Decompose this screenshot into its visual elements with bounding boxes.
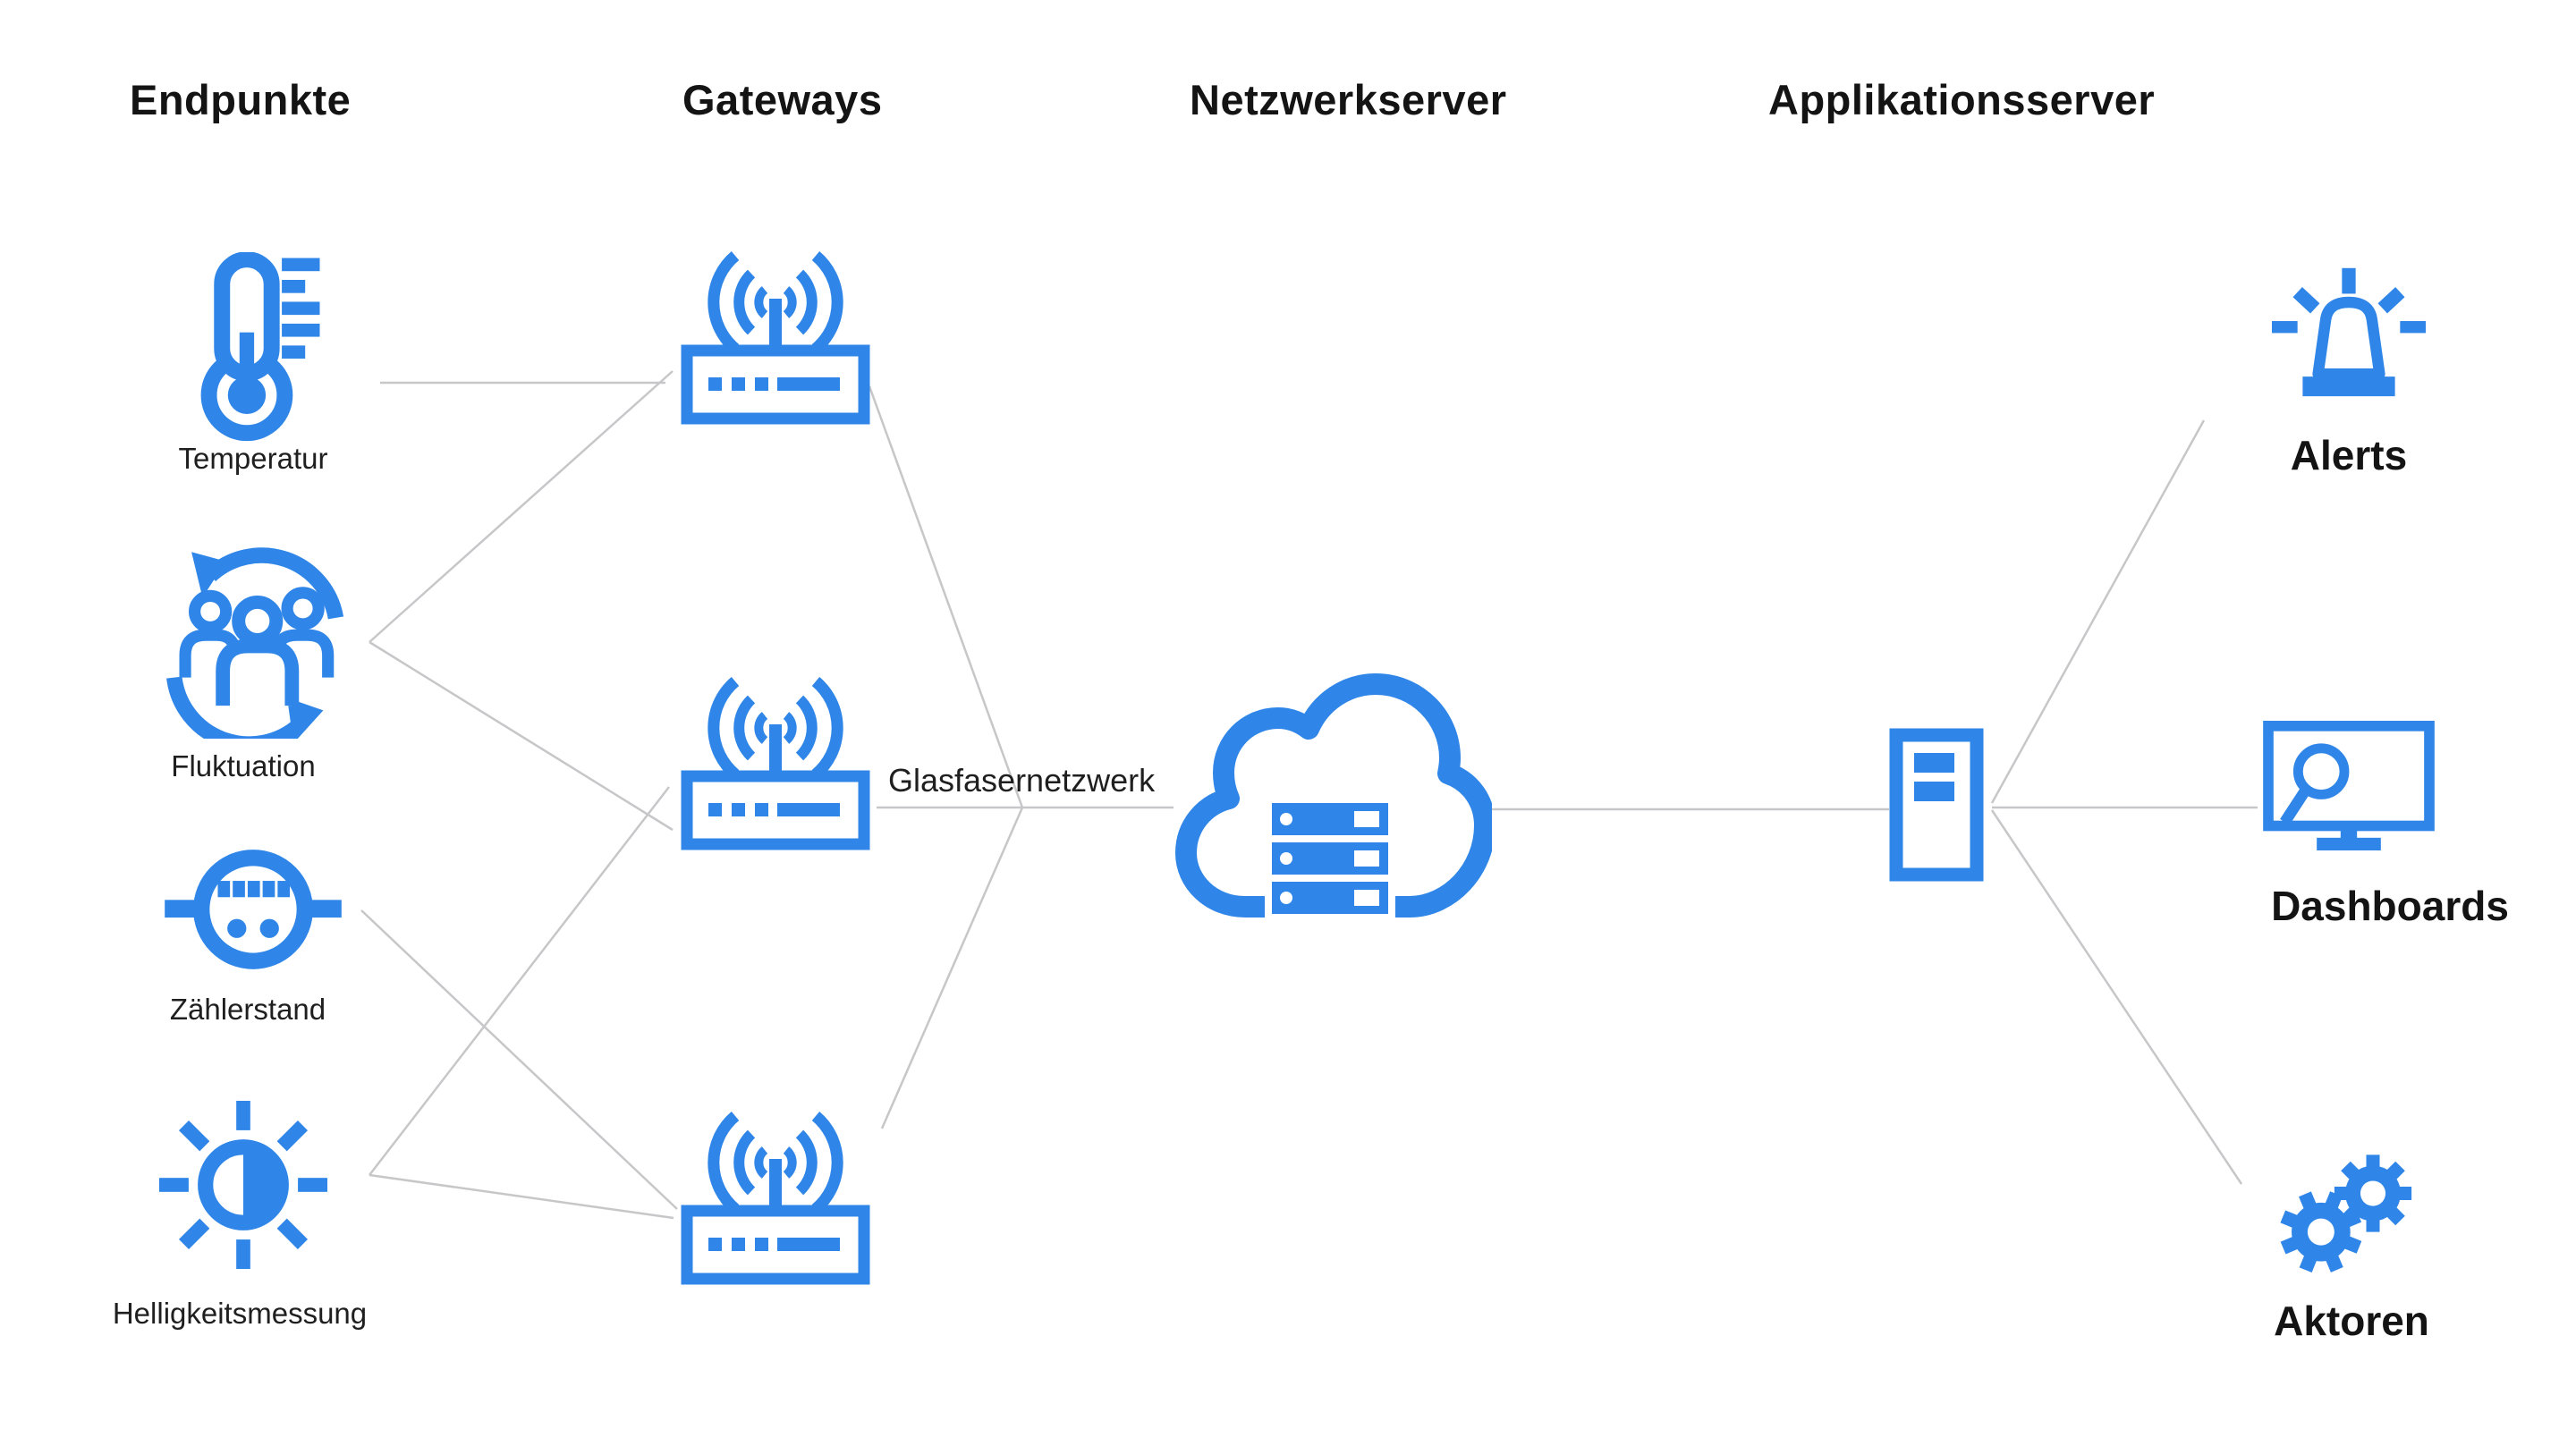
wireless-router-icon-gateway-2 [680,672,871,851]
header-applikationsserver: Applikationsserver [1768,76,2156,123]
thermometer-icon [183,252,334,442]
edge-helligkeitsmessung-gateway-3 [369,1173,674,1220]
server-tower-icon [1889,728,1984,882]
wireless-router-icon-gateway-3 [680,1107,871,1286]
wireless-router-icon-gateway-1 [680,247,871,426]
edge-fluktuation-gateway-1 [369,370,674,643]
edge-applikationsserver-aktoren [1990,809,2243,1185]
edge-zaehlerstand-gateway-3 [360,909,678,1210]
header-endpunkte: Endpunkte [130,76,352,123]
edge-helligkeitsmessung-gateway-2 [369,786,670,1176]
brightness-sun-icon [159,1098,327,1272]
endpoint-label-fluktuation: Fluktuation [171,749,316,782]
edge-gateway-1-glasfaser-vertex [868,385,1024,808]
connection-label-glasfasernetzwerk: Glasfasernetzwerk [888,762,1156,799]
edge-fluktuation-gateway-2 [369,640,674,832]
output-label-aktoren: Aktoren [2274,1298,2429,1344]
header-gateways: Gateways [682,76,883,123]
cloud-server-icon [1170,671,1492,930]
output-label-dashboards: Dashboards [2271,883,2509,929]
edge-applikationsserver-alerts [1990,419,2206,804]
output-label-alerts: Alerts [2290,432,2408,478]
endpoint-label-temperatur: Temperatur [178,442,328,475]
edge-gateway-3-glasfaser-vertex [880,807,1024,1129]
monitor-search-icon [2263,721,2435,855]
header-netzwerkserver: Netzwerkserver [1190,76,1507,123]
gears-icon [2270,1146,2422,1281]
people-rotation-icon [154,547,358,739]
endpoint-label-helligkeitsmessung: Helligkeitsmessung [112,1297,368,1330]
utility-meter-icon [157,844,349,980]
siren-icon [2272,266,2426,415]
endpoint-label-zaehlerstand: Zählerstand [169,993,326,1026]
